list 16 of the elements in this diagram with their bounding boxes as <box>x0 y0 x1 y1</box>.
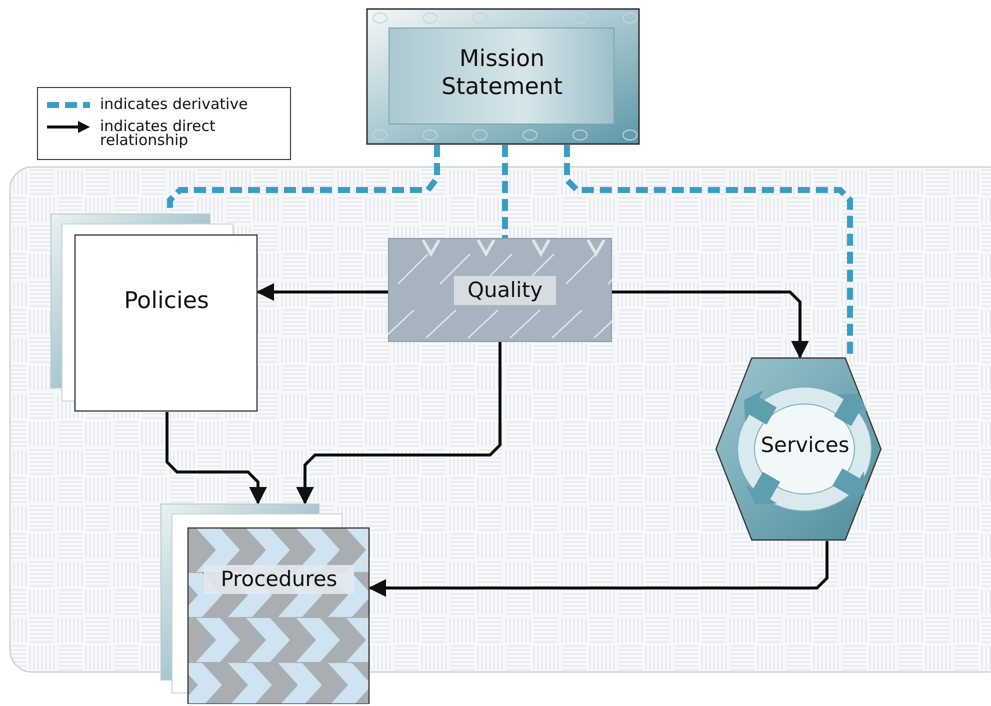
arrow <box>256 283 388 301</box>
document-stack <box>160 503 370 704</box>
node-label: Procedures <box>204 565 354 594</box>
node-label: Quality <box>454 276 556 306</box>
dashed-connector <box>502 145 508 238</box>
node-label: Services <box>760 433 850 458</box>
arrow <box>612 290 809 359</box>
legend-text: indicates direct relationship <box>100 119 216 147</box>
node-label: Mission Statement <box>440 46 564 102</box>
arrow <box>368 541 828 597</box>
document-stack <box>50 213 258 412</box>
hexagon <box>715 357 882 541</box>
arrow <box>166 412 267 505</box>
legend-text: indicates derivative <box>100 97 249 111</box>
arrow <box>296 342 502 505</box>
node-label: Policies <box>122 288 210 316</box>
